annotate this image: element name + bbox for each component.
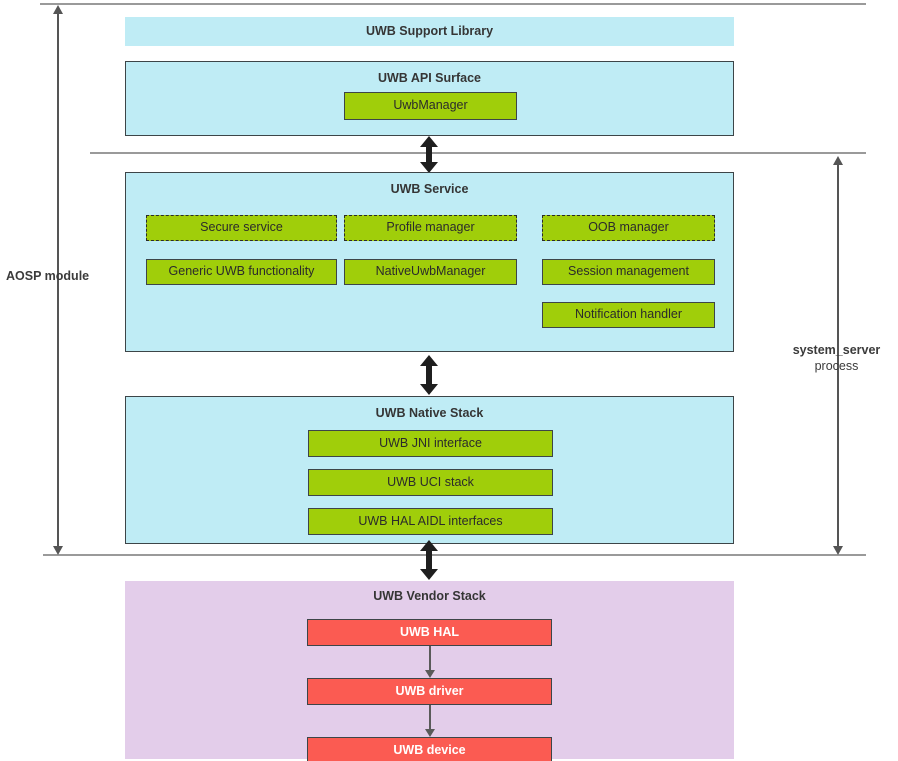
aosp-module-label-strong: AOSP module	[6, 269, 90, 283]
layer-native-stack-title: UWB Native Stack	[375, 406, 484, 420]
system-server-span-line	[837, 163, 839, 547]
system-server-label-strong: system_server	[792, 343, 881, 357]
system-server-span-top-arrowhead	[833, 156, 843, 165]
chip-oob-manager[interactable]: OOB manager	[542, 215, 715, 241]
chip-uwb-hal[interactable]: UWB HAL	[307, 619, 552, 646]
aosp-module-label: AOSP module	[6, 269, 106, 285]
system-server-label-normal: process	[814, 358, 859, 373]
chip-secure-service[interactable]: Secure service	[146, 215, 337, 241]
bottom-boundary-rule	[43, 554, 866, 556]
layer-support-library-title: UWB Support Library	[365, 24, 494, 38]
aosp-span-top-arrowhead	[53, 5, 63, 14]
chip-uwb-jni-interface[interactable]: UWB JNI interface	[308, 430, 553, 457]
system-server-span-bottom-arrowhead	[833, 546, 843, 555]
chip-uwb-uci-stack[interactable]: UWB UCI stack	[308, 469, 553, 496]
layer-vendor-stack: UWB Vendor Stack UWB HAL UWB driver UWB …	[125, 581, 734, 761]
system-server-label: system_server process	[775, 343, 898, 374]
chip-native-uwb-manager[interactable]: NativeUwbManager	[344, 259, 517, 285]
arrow-service-to-native-stack	[420, 355, 438, 395]
layer-uwb-service-title: UWB Service	[390, 182, 469, 196]
layer-vendor-stack-title: UWB Vendor Stack	[373, 589, 486, 603]
chip-uwb-device[interactable]: UWB device	[307, 737, 552, 761]
arrow-api-to-service	[420, 136, 438, 173]
layer-api-surface-title: UWB API Surface	[377, 71, 482, 85]
layer-support-library: UWB Support Library	[125, 17, 734, 46]
chip-session-management[interactable]: Session management	[542, 259, 715, 285]
layer-native-stack: UWB Native Stack UWB JNI interface UWB U…	[125, 396, 734, 544]
arrow-native-stack-to-vendor-stack	[420, 540, 438, 580]
chip-generic-uwb-functionality[interactable]: Generic UWB functionality	[146, 259, 337, 285]
aosp-span-line	[57, 12, 59, 547]
chip-uwb-driver[interactable]: UWB driver	[307, 678, 552, 705]
api-service-boundary-rule	[90, 152, 866, 154]
top-boundary-rule	[40, 3, 866, 5]
aosp-span-bottom-arrowhead	[53, 546, 63, 555]
chip-notification-handler[interactable]: Notification handler	[542, 302, 715, 328]
chip-uwb-hal-aidl-interfaces[interactable]: UWB HAL AIDL interfaces	[308, 508, 553, 535]
arrow-hal-to-driver	[425, 646, 435, 678]
chip-uwb-manager[interactable]: UwbManager	[344, 92, 517, 120]
layer-uwb-service: UWB Service Secure service Profile manag…	[125, 172, 734, 352]
chip-profile-manager[interactable]: Profile manager	[344, 215, 517, 241]
arrow-driver-to-device	[425, 705, 435, 737]
layer-api-surface: UWB API Surface UwbManager	[125, 61, 734, 136]
